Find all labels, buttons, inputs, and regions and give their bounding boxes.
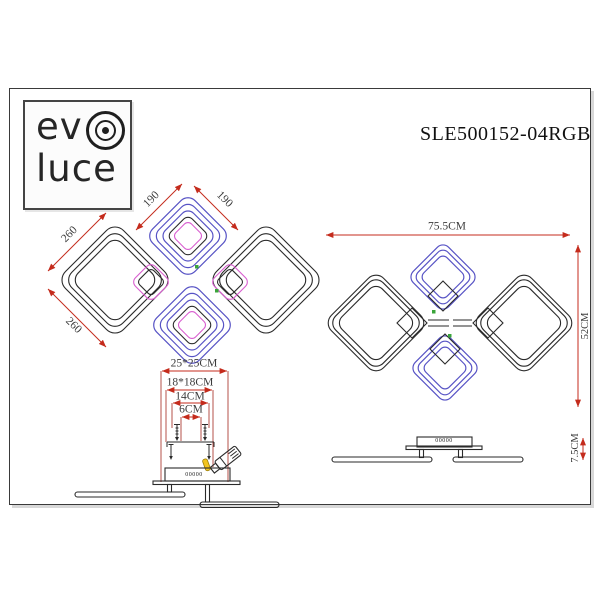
dim-label-25x25: 25*25CM <box>170 357 218 370</box>
wire-highlight <box>202 458 211 472</box>
logo-text-bottom: luce <box>36 147 117 190</box>
logo-text-top: ev <box>36 105 83 148</box>
top-view-drawing <box>325 232 581 408</box>
dim-label-6cm: 6CM <box>179 403 203 416</box>
connector-marker <box>215 289 219 293</box>
wire-connector <box>209 445 242 474</box>
side-view-drawing <box>331 436 586 463</box>
front-view-drawing <box>47 183 320 364</box>
dim-label-height-75: 7.5CM <box>569 433 581 463</box>
connector-marker <box>195 265 199 269</box>
brand-logo: ev luce <box>23 100 132 210</box>
terminal-marking: 00000 <box>185 472 203 478</box>
dim-label-18x18: 18*18CM <box>166 376 214 389</box>
mounting-screw <box>174 424 208 441</box>
model-number: SLE500152-04RGB <box>420 123 591 145</box>
connector-marker <box>448 334 452 338</box>
mounting-view-drawing <box>74 368 280 509</box>
canopy-screw <box>168 444 212 460</box>
logo-bullseye-icon <box>86 111 125 150</box>
dim-label-14cm: 14CM <box>175 390 205 403</box>
dim-label-width-755: 75.5CM <box>427 220 467 233</box>
connector-marker <box>432 310 436 314</box>
terminal-marking: 00000 <box>435 438 453 444</box>
dim-label-height-52: 52CM <box>579 312 591 340</box>
